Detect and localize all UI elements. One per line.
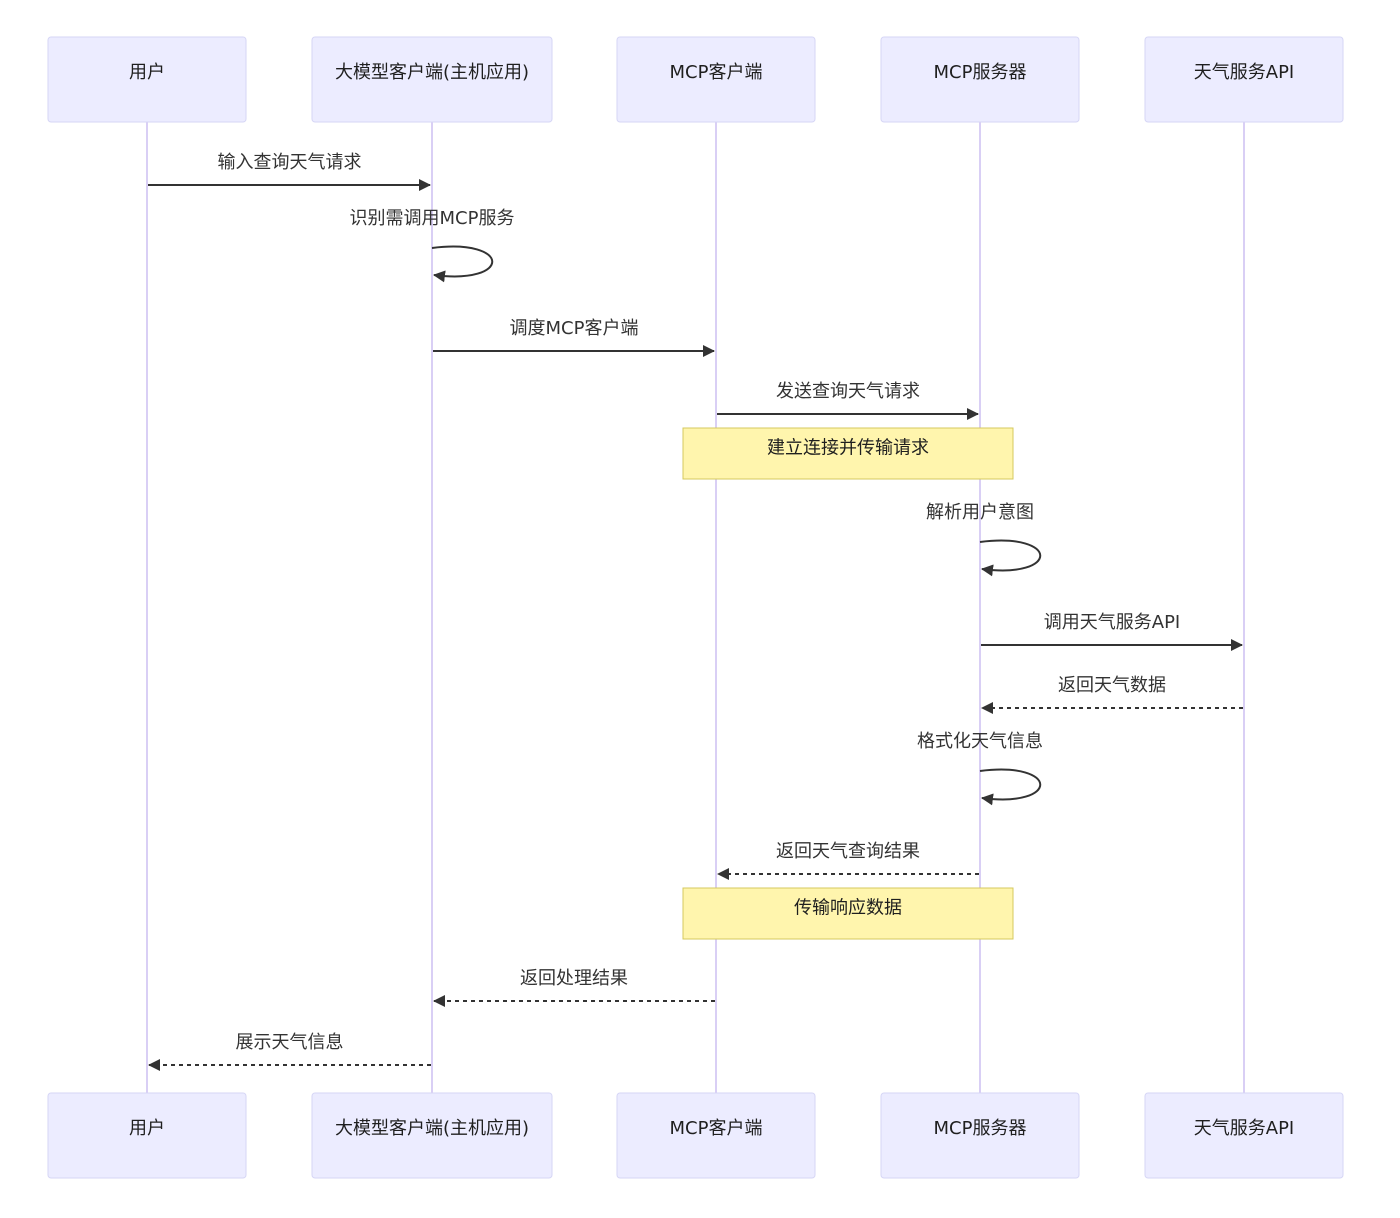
message: 解析用户意图 [926, 502, 1042, 577]
participant-label: 大模型客户端(主机应用) [335, 1118, 529, 1139]
message: 发送查询天气请求 [717, 381, 979, 420]
participant-mcp_server-top: MCP服务器 [880, 36, 1080, 123]
interaction-steps: 输入查询天气请求识别需调用MCP服务调度MCP客户端发送查询天气请求建立连接并传… [148, 152, 1243, 1071]
message: 输入查询天气请求 [148, 152, 431, 191]
participant-label: 大模型客户端(主机应用) [335, 62, 529, 83]
participant-box [311, 36, 553, 123]
message: 格式化天气信息 [917, 731, 1043, 806]
participant-label: 天气服务API [1194, 1118, 1294, 1139]
message: 调度MCP客户端 [433, 318, 715, 357]
message-label: 解析用户意图 [926, 502, 1034, 523]
message-label: 格式化天气信息 [917, 731, 1043, 752]
participant-box [47, 1092, 247, 1179]
participant-mcp_client-bottom: MCP客户端 [616, 1092, 816, 1179]
message: 返回天气查询结果 [717, 841, 979, 880]
participant-label: 天气服务API [1194, 62, 1294, 83]
participant-mcp_server-bottom: MCP服务器 [880, 1092, 1080, 1179]
message: 展示天气信息 [148, 1032, 431, 1071]
message-label: 发送查询天气请求 [776, 381, 920, 402]
participant-label: 用户 [129, 62, 165, 83]
participants-bottom: 用户 大模型客户端(主机应用) MCP客户端 MCP服务器 天气服务API [47, 1092, 1344, 1179]
participant-label: 用户 [129, 1118, 165, 1139]
participant-weather_api-top: 天气服务API [1144, 36, 1344, 123]
participant-host-top: 大模型客户端(主机应用) [311, 36, 553, 123]
message-label: 展示天气信息 [236, 1032, 344, 1053]
self-message-arrow [979, 539, 1042, 577]
note-label: 建立连接并传输请求 [767, 438, 929, 459]
message-label: 返回天气查询结果 [776, 841, 920, 862]
participant-label: MCP客户端 [670, 62, 763, 83]
note-box [682, 887, 1014, 940]
message-label: 识别需调用MCP服务 [350, 208, 515, 229]
message-label: 调度MCP客户端 [510, 318, 639, 339]
self-message-arrow [979, 768, 1042, 806]
message-label: 输入查询天气请求 [218, 152, 362, 173]
message: 返回处理结果 [433, 968, 715, 1007]
participant-user-top: 用户 [47, 36, 247, 123]
participant-box [47, 36, 247, 123]
message: 识别需调用MCP服务 [350, 208, 515, 283]
participant-box [1144, 1092, 1344, 1179]
participant-box [311, 1092, 553, 1179]
lifelines [146, 122, 1245, 1093]
note-label: 传输响应数据 [794, 898, 902, 919]
message: 返回天气数据 [981, 675, 1243, 714]
note: 传输响应数据 [682, 887, 1014, 940]
participant-host-bottom: 大模型客户端(主机应用) [311, 1092, 553, 1179]
note: 建立连接并传输请求 [682, 427, 1014, 480]
message-label: 返回处理结果 [520, 968, 628, 989]
message: 调用天气服务API [981, 612, 1243, 651]
participant-box [880, 1092, 1080, 1179]
participant-label: MCP客户端 [670, 1118, 763, 1139]
message-label: 返回天气数据 [1058, 675, 1166, 696]
participant-label: MCP服务器 [934, 1118, 1027, 1139]
participant-user-bottom: 用户 [47, 1092, 247, 1179]
note-box [682, 427, 1014, 480]
participant-mcp_client-top: MCP客户端 [616, 36, 816, 123]
participant-weather_api-bottom: 天气服务API [1144, 1092, 1344, 1179]
participant-box [1144, 36, 1344, 123]
participant-label: MCP服务器 [934, 62, 1027, 83]
message-label: 调用天气服务API [1044, 612, 1180, 633]
participant-box [880, 36, 1080, 123]
participant-box [616, 1092, 816, 1179]
participant-box [616, 36, 816, 123]
self-message-arrow [431, 245, 494, 283]
participants-top: 用户 大模型客户端(主机应用) MCP客户端 MCP服务器 天气服务API [47, 36, 1344, 123]
